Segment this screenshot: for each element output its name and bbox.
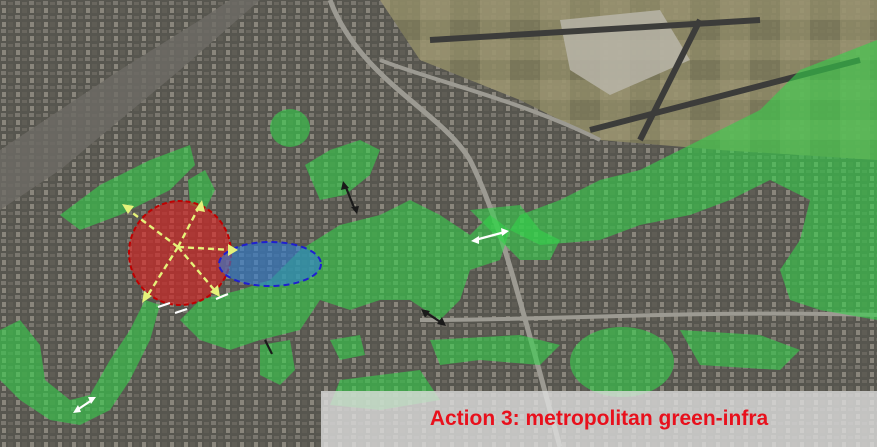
caption-box: Action 3: metropolitan green-infra bbox=[321, 391, 877, 447]
hub-connectors bbox=[125, 204, 233, 299]
link-arrow-east bbox=[474, 230, 506, 242]
runway-2 bbox=[637, 18, 703, 142]
target-ellipse-blue[interactable] bbox=[218, 241, 322, 287]
green-strip-southwest bbox=[0, 300, 160, 425]
green-corridor-central bbox=[180, 200, 510, 350]
green-diagonal-west bbox=[60, 145, 195, 230]
link-arrows-white bbox=[76, 230, 506, 411]
rail-yard bbox=[0, 0, 260, 210]
green-park-south bbox=[260, 340, 295, 385]
green-spur-north bbox=[188, 170, 215, 210]
green-ellipse-north bbox=[270, 109, 310, 147]
green-strip-airport bbox=[470, 205, 560, 260]
hub-connector-heads bbox=[122, 200, 238, 303]
green-patch-south bbox=[330, 335, 365, 360]
green-strip-southeast bbox=[680, 330, 800, 370]
highway-north bbox=[379, 58, 601, 142]
highway-ring bbox=[327, 0, 563, 447]
link-arrow-southwest bbox=[264, 339, 273, 355]
green-infrastructure bbox=[0, 40, 877, 425]
green-patch-north bbox=[305, 140, 380, 200]
link-arrow-hub-3 bbox=[215, 292, 229, 301]
highway-east bbox=[419, 311, 877, 322]
link-arrow-heads-white bbox=[73, 228, 509, 413]
runway-1 bbox=[429, 17, 761, 43]
link-arrow-hub-1 bbox=[157, 301, 171, 309]
green-area-east bbox=[510, 40, 877, 320]
green-ellipse-south bbox=[570, 327, 674, 397]
link-arrow-north bbox=[343, 184, 357, 211]
link-arrow-heads-dark bbox=[341, 181, 446, 326]
caption-title: Action 3: metropolitan green-infra bbox=[429, 407, 769, 430]
link-arrow-sw bbox=[76, 399, 93, 411]
green-strip-south bbox=[430, 335, 560, 365]
link-arrow-hub-2 bbox=[174, 307, 188, 315]
